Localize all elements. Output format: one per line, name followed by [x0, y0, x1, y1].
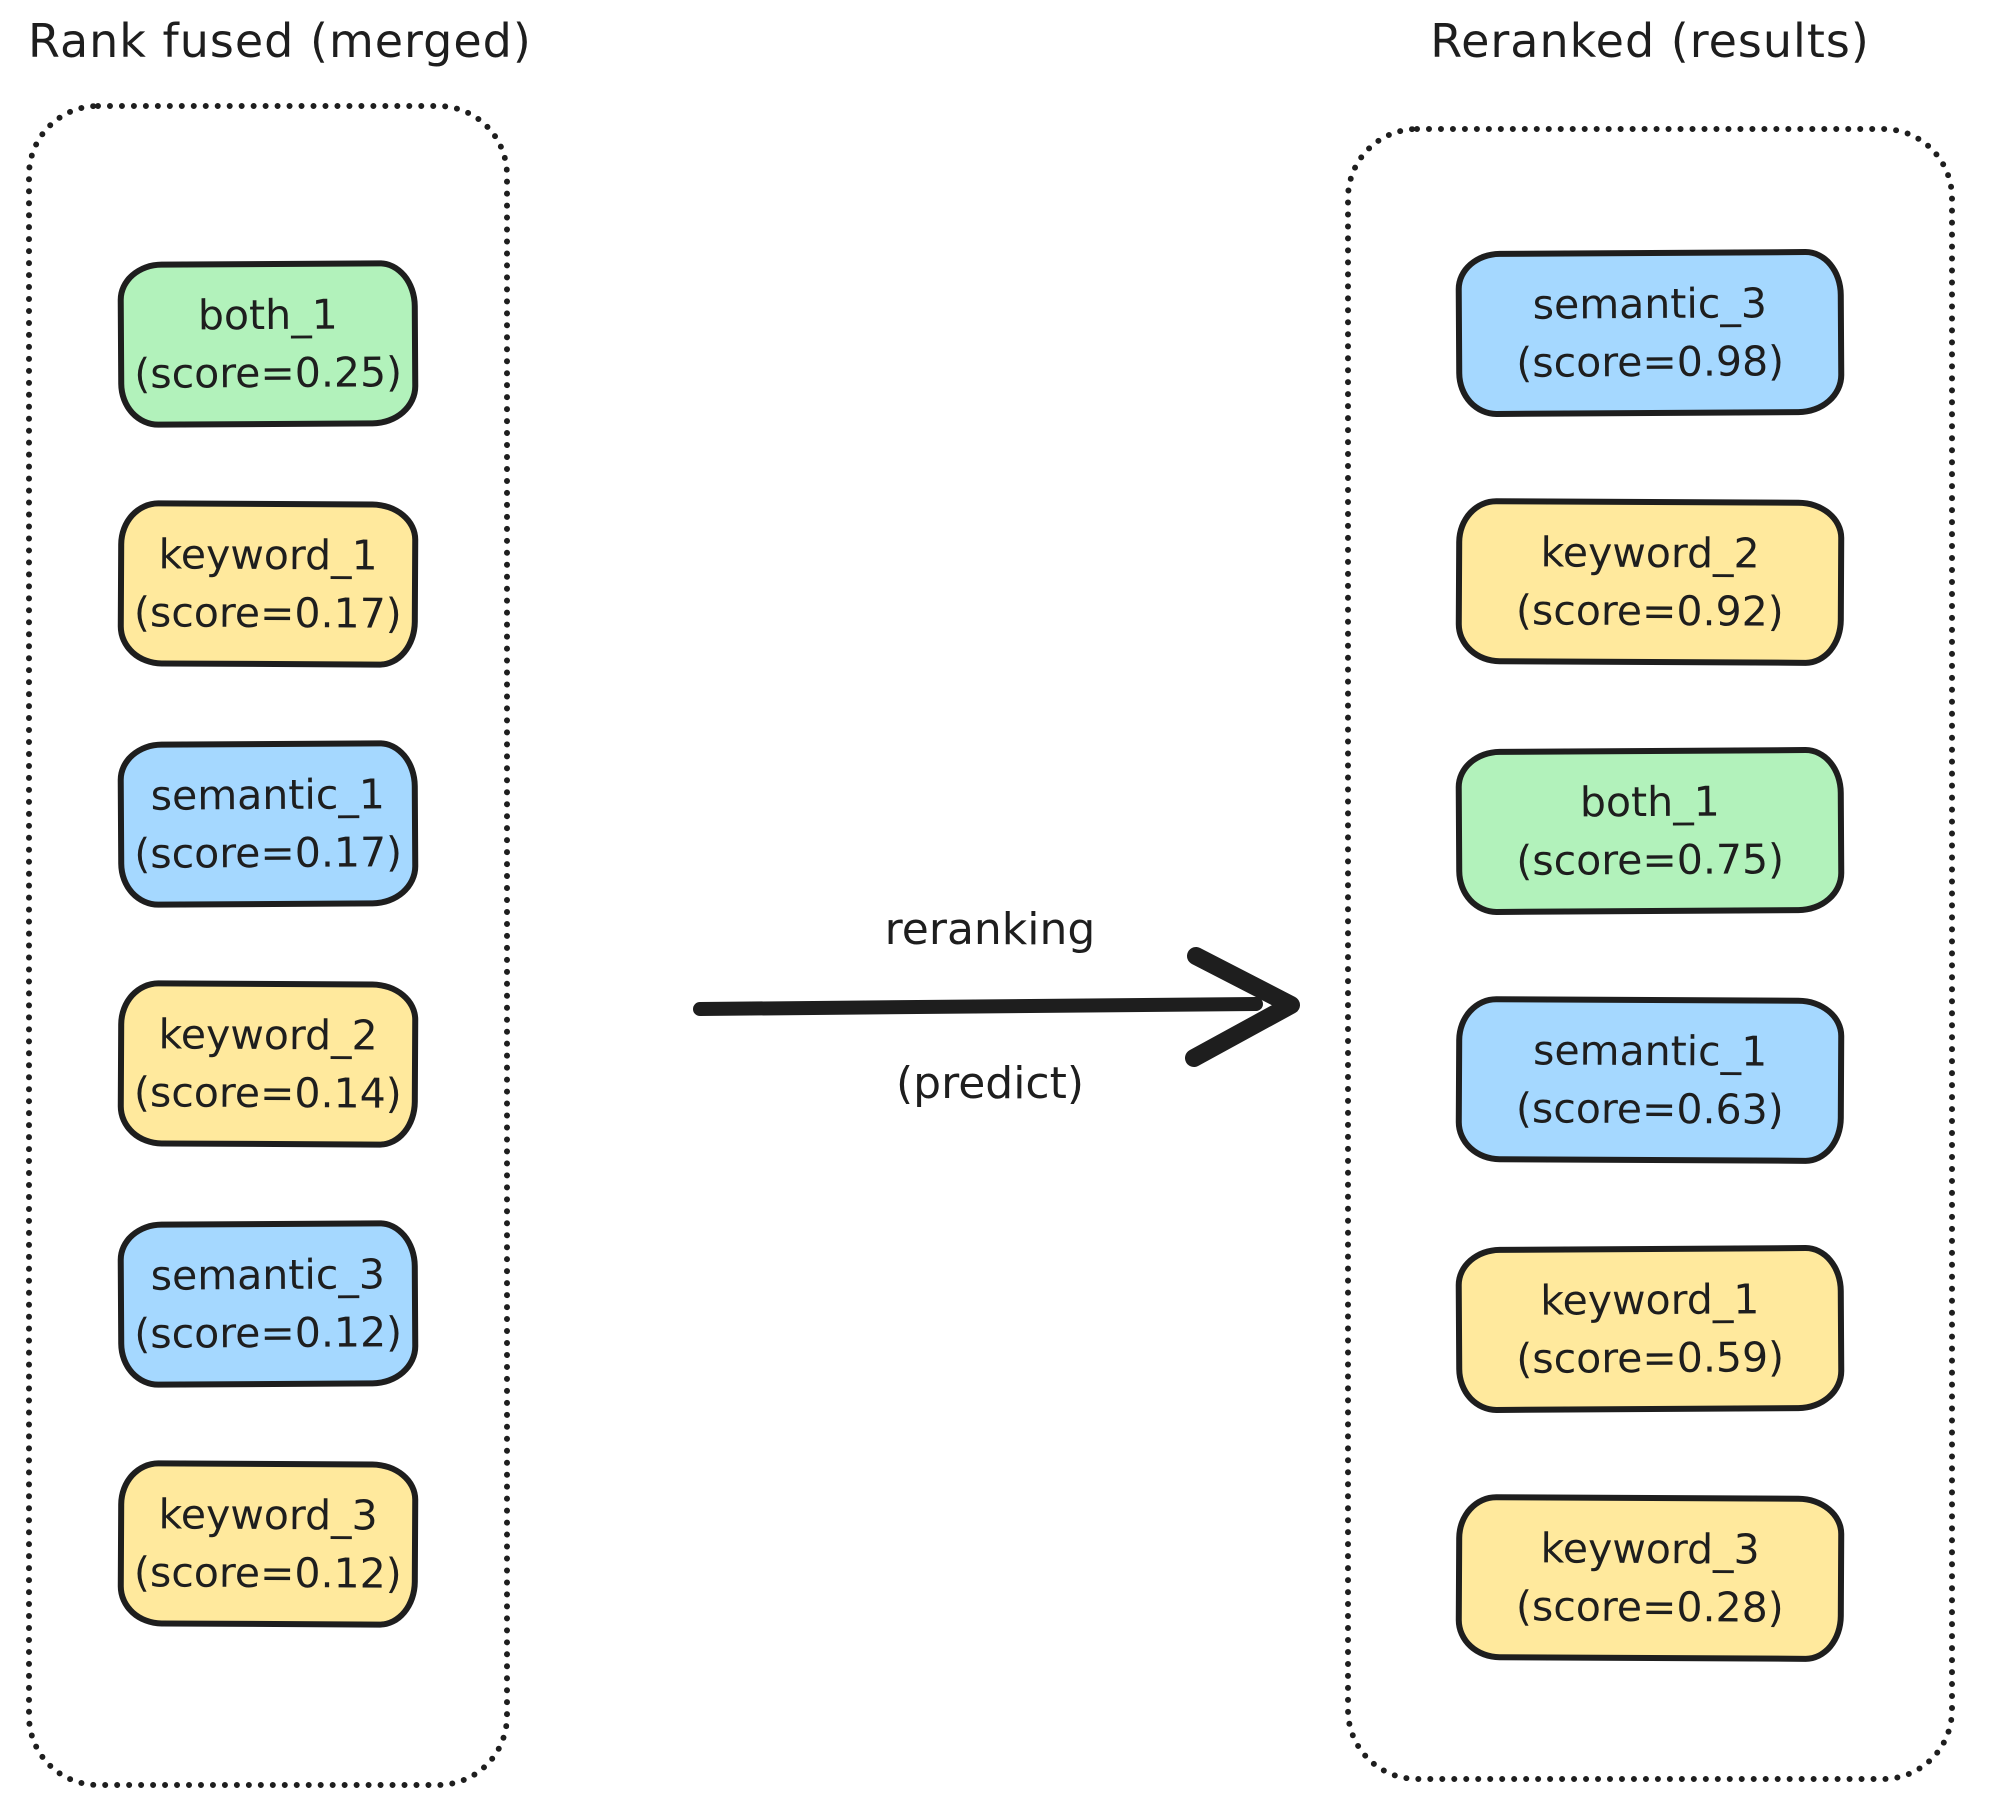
result-score: (score=0.25): [134, 348, 403, 398]
result-id: keyword_3: [1540, 1524, 1760, 1574]
result-score: (score=0.59): [1516, 1333, 1785, 1383]
result-score: (score=0.63): [1515, 1084, 1784, 1134]
result-card-semantic_1: semantic_1 (score=0.17): [117, 740, 419, 908]
result-id: semantic_3: [150, 1250, 386, 1300]
result-card-keyword_2: keyword_2 (score=0.92): [1455, 497, 1845, 667]
result-card-keyword_1: keyword_1 (score=0.59): [1455, 1244, 1845, 1414]
result-card-both_1: both_1 (score=0.25): [117, 260, 419, 428]
result-score: (score=0.92): [1515, 586, 1784, 636]
reranked-title: Reranked (results): [1430, 14, 1870, 68]
result-score: (score=0.98): [1516, 337, 1785, 387]
arrow-bottom-label: (predict): [895, 1058, 1085, 1109]
result-score: (score=0.75): [1516, 835, 1785, 885]
result-id: both_1: [197, 290, 338, 340]
result-id: semantic_1: [150, 770, 386, 820]
result-score: (score=0.12): [133, 1548, 402, 1598]
result-score: (score=0.17): [133, 588, 402, 638]
result-id: semantic_1: [1532, 1026, 1768, 1076]
result-score: (score=0.28): [1515, 1582, 1784, 1632]
reranking-arrow-group: reranking (predict): [690, 890, 1330, 1125]
result-card-semantic_1: semantic_1 (score=0.63): [1455, 995, 1845, 1165]
result-score: (score=0.17): [134, 828, 403, 878]
result-card-keyword_2: keyword_2 (score=0.14): [117, 980, 419, 1148]
result-card-keyword_3: keyword_3 (score=0.28): [1455, 1493, 1845, 1663]
rank-fused-title: Rank fused (merged): [28, 14, 532, 68]
reranked-panel: semantic_3 (score=0.98) keyword_2 (score…: [1345, 126, 1955, 1782]
result-id: keyword_3: [158, 1490, 378, 1540]
result-score: (score=0.14): [133, 1068, 402, 1118]
result-card-semantic_3: semantic_3 (score=0.12): [117, 1220, 419, 1388]
result-id: both_1: [1579, 777, 1720, 827]
result-card-semantic_3: semantic_3 (score=0.98): [1455, 248, 1845, 418]
result-card-both_1: both_1 (score=0.75): [1455, 746, 1845, 916]
result-id: keyword_1: [1540, 1275, 1760, 1325]
result-id: keyword_1: [158, 530, 378, 580]
arrow-right-icon: [693, 947, 1300, 1067]
rank-fused-panel: both_1 (score=0.25) keyword_1 (score=0.1…: [26, 103, 510, 1788]
result-id: semantic_3: [1532, 279, 1768, 329]
arrow-top-label: reranking: [884, 904, 1096, 955]
result-card-keyword_3: keyword_3 (score=0.12): [117, 1460, 419, 1628]
result-id: keyword_2: [158, 1010, 378, 1060]
result-card-keyword_1: keyword_1 (score=0.17): [117, 500, 419, 668]
result-id: keyword_2: [1540, 528, 1760, 578]
result-score: (score=0.12): [134, 1308, 403, 1358]
